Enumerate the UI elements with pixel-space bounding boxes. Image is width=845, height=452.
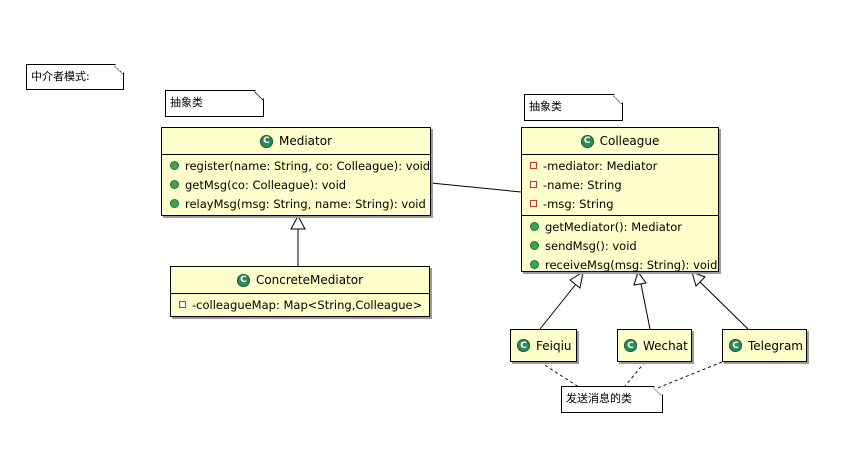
telegram-class[interactable]: C Telegram — [722, 329, 807, 362]
note-text: 发送消息的类 — [566, 392, 632, 405]
note-fold — [114, 65, 123, 74]
method-signature: register(name: String, co: Colleague): v… — [185, 158, 431, 173]
class-c-icon: C — [729, 339, 742, 352]
note-anchor-line — [649, 361, 723, 392]
method-signature: relayMsg(msg: String, name: String): voi… — [185, 196, 426, 211]
method-signature: getMediator(): Mediator — [545, 219, 683, 234]
field-row[interactable]: -msg: String — [522, 194, 718, 213]
wechat-class[interactable]: C Wechat — [617, 329, 692, 362]
class-header: C Feiqiu — [511, 330, 576, 361]
private-field-icon — [530, 200, 537, 207]
method-row[interactable]: register(name: String, co: Colleague): v… — [162, 156, 430, 175]
feiqiu-class[interactable]: C Feiqiu — [510, 329, 577, 362]
public-method-icon — [530, 241, 539, 250]
fields-section: -colleagueMap: Map<String,Colleague> — [171, 294, 429, 316]
class-header: C ConcreteMediator — [171, 267, 429, 294]
method-row[interactable]: relayMsg(msg: String, name: String): voi… — [162, 194, 430, 213]
field-row[interactable]: -name: String — [522, 175, 718, 194]
note-text: 抽象类 — [529, 100, 562, 113]
concrete-mediator-class[interactable]: C ConcreteMediator -colleagueMap: Map<St… — [170, 266, 430, 317]
generalization-arrowhead — [633, 270, 647, 286]
note-fold — [254, 91, 263, 100]
class-header: C Colleague — [522, 128, 718, 155]
class-c-icon: C — [624, 339, 637, 352]
private-field-icon — [179, 301, 186, 308]
method-signature: getMsg(co: Colleague): void — [185, 177, 347, 192]
field-signature: -mediator: Mediator — [543, 158, 658, 173]
public-method-icon — [170, 161, 179, 170]
class-c-icon: C — [236, 273, 250, 287]
class-name: Feiqiu — [536, 338, 572, 353]
note-text: 抽象类 — [170, 96, 203, 109]
method-row[interactable]: getMsg(co: Colleague): void — [162, 175, 430, 194]
note-anchor-line — [624, 361, 646, 387]
colleague-class[interactable]: C Colleague -mediator: Mediator -name: S… — [521, 127, 719, 272]
public-method-icon — [170, 180, 179, 189]
mediator-class[interactable]: C Mediator register(name: String, co: Co… — [161, 127, 431, 216]
abstract-class-note-left[interactable]: 抽象类 — [165, 90, 264, 117]
methods-section: register(name: String, co: Colleague): v… — [162, 155, 430, 215]
method-signature: sendMsg(): void — [545, 238, 637, 253]
note-text: 中介者模式: — [31, 70, 90, 83]
method-row[interactable]: sendMsg(): void — [522, 236, 718, 255]
generalization-telegram — [699, 281, 749, 330]
class-c-icon: C — [580, 134, 594, 148]
method-row[interactable]: getMediator(): Mediator — [522, 217, 718, 236]
send-message-classes-note[interactable]: 发送消息的类 — [561, 386, 663, 413]
private-field-icon — [530, 162, 537, 169]
abstract-class-note-right[interactable]: 抽象类 — [524, 94, 623, 121]
generalization-feiqiu — [539, 283, 577, 330]
class-header: C Telegram — [723, 330, 806, 361]
generalization-arrowhead — [691, 271, 706, 287]
method-row[interactable]: receiveMsg(msg: String): void — [522, 255, 718, 274]
private-field-icon — [530, 181, 537, 188]
class-name: Wechat — [643, 338, 688, 353]
class-c-icon: C — [259, 134, 273, 148]
class-c-icon: C — [517, 339, 530, 352]
class-name: Mediator — [278, 134, 333, 148]
field-signature: -name: String — [543, 177, 622, 192]
generalization-wechat — [640, 283, 651, 330]
class-name: Colleague — [599, 134, 660, 148]
class-header: C Mediator — [162, 128, 430, 155]
method-signature: receiveMsg(msg: String): void — [545, 257, 718, 272]
note-fold — [653, 387, 662, 396]
pattern-title-note[interactable]: 中介者模式: — [26, 64, 124, 90]
public-method-icon — [530, 260, 539, 269]
class-header: C Wechat — [618, 330, 691, 361]
class-name: ConcreteMediator — [255, 273, 364, 287]
generalization-arrowhead — [290, 214, 306, 230]
association-line — [430, 182, 522, 193]
public-method-icon — [170, 199, 179, 208]
field-row[interactable]: -colleagueMap: Map<String,Colleague> — [171, 295, 429, 314]
field-signature: -colleagueMap: Map<String,Colleague> — [192, 297, 423, 312]
public-method-icon — [530, 222, 539, 231]
note-fold — [613, 95, 622, 104]
methods-section: getMediator(): Mediator sendMsg(): void … — [522, 216, 718, 276]
field-row[interactable]: -mediator: Mediator — [522, 156, 718, 175]
fields-section: -mediator: Mediator -name: String -msg: … — [522, 155, 718, 216]
generalization-arrowhead — [569, 270, 584, 289]
field-signature: -msg: String — [543, 196, 614, 211]
class-name: Telegram — [748, 338, 803, 353]
